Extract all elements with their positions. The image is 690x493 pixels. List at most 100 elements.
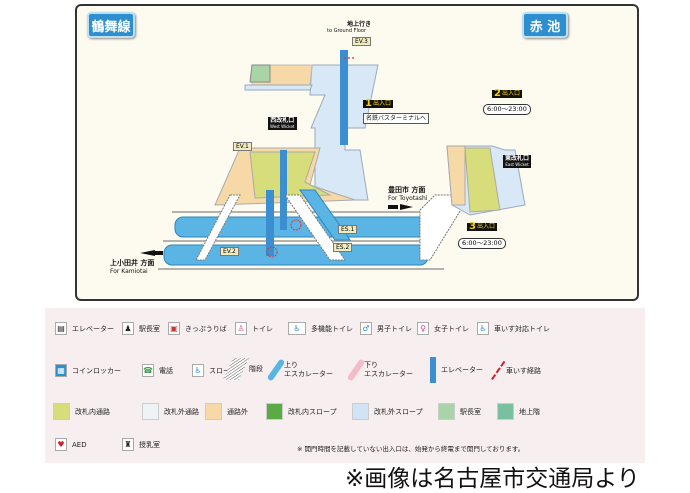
wheelchair-icon: ♿	[477, 322, 489, 335]
exit-jp: 出入口	[501, 90, 520, 97]
direction-toyota-en: For Toyotashi	[388, 195, 428, 202]
legend-label: 改札内スロープ	[288, 407, 337, 416]
legend-elevator: ▤ エレベーター	[55, 322, 114, 335]
legend-label: 改札外スロープ	[374, 407, 423, 416]
legend-label: 電話	[159, 366, 173, 375]
legend-slope: ♿ スロープ	[192, 364, 237, 377]
legend-label: 地上階	[519, 407, 540, 416]
legend-area-2: 通路外	[205, 403, 248, 420]
station-staff-icon: ♟	[122, 322, 134, 335]
legend-label: 車いす経路	[506, 367, 541, 375]
legend-label: 下り エスカレーター	[364, 361, 413, 378]
legend-wheelchair-toilet: ♿ 車いす対応トイレ	[477, 322, 550, 335]
exit-num: 3	[469, 221, 476, 232]
swatch	[53, 403, 70, 420]
legend-label: 授乳室	[139, 440, 160, 449]
es1-tag: ES.1	[338, 225, 358, 234]
wicket-jp: 東改札口	[505, 155, 530, 162]
legend-label: エレベーター	[72, 324, 114, 333]
wicket-en: West Wicket	[270, 124, 295, 129]
legend-locker: ▦ コインロッカー	[55, 364, 121, 377]
legend-area-3: 改札内スロープ	[266, 403, 337, 420]
aed-icon: ♥	[55, 438, 67, 451]
legend-note: ※ 開門時間を記載していない出入口は、始発から終電まで開門しております。	[297, 445, 525, 453]
es2-tag: ES.2	[333, 243, 353, 252]
swatch	[438, 403, 455, 420]
ground-label: 地上行き	[347, 21, 372, 28]
swatch	[497, 403, 514, 420]
legend-ticket: ▣ きっぷうりば	[168, 322, 227, 335]
exit-3-hours: 6:00～23:00	[458, 238, 506, 249]
direction-kamiotai-en: For Kamiotai	[110, 268, 148, 275]
exit-num: 2	[494, 88, 501, 99]
ground-label-en: to Ground Floor	[327, 28, 367, 34]
ev1-tag: EV.1	[233, 142, 252, 151]
legend-stairs: 階段	[222, 358, 263, 380]
phone-icon: ☎	[142, 364, 154, 377]
exit-1-destination: 名鉄バスターミナルへ	[363, 113, 430, 124]
direction-toyota: 豊田市 方面	[388, 186, 426, 194]
exit-jp: 出入口	[476, 223, 495, 230]
legend-area-1: 改札外通路	[142, 403, 199, 420]
locker-icon: ▦	[55, 364, 67, 377]
wicket-en: East Wicket	[505, 162, 529, 167]
nursing-room-icon: ♜	[122, 438, 134, 451]
ev3-tag: EV.3	[352, 37, 371, 46]
legend-label: 駅長室	[460, 407, 481, 416]
legend-wheelchair-route: 車いす経路	[491, 360, 541, 382]
legend-label: 車いす対応トイレ	[494, 324, 550, 333]
station-name-badge: 赤 池	[522, 12, 568, 38]
legend-phone: ☎ 電話	[142, 364, 173, 377]
legend-label: 女子トイレ	[434, 324, 469, 333]
legend-toilet: ♙ トイレ	[235, 322, 273, 335]
legend-label: 通路外	[227, 407, 248, 416]
legend-down-escalator: 下り エスカレーター	[346, 358, 413, 382]
legend-label: トイレ	[252, 324, 273, 333]
women-toilet-icon: ♀	[417, 322, 429, 335]
swatch	[205, 403, 222, 420]
legend-label: AED	[72, 440, 87, 449]
legend-label: 多機能トイレ	[311, 324, 353, 333]
legend-men-toilet: ♂男子トイレ	[360, 322, 412, 335]
legend-area-6: 地上階	[497, 403, 540, 420]
legend-label: スロープ	[209, 366, 237, 375]
legend-label: 駅長室	[139, 324, 160, 333]
swatch	[352, 403, 369, 420]
legend-station-office: ♟ 駅長室	[122, 322, 160, 335]
line-name-badge: 鶴舞線	[87, 12, 135, 38]
exit-num: 1	[365, 98, 372, 109]
ticket-machine-icon: ▣	[168, 322, 180, 335]
legend-area-5: 駅長室	[438, 403, 481, 420]
elevator-icon: ▤	[55, 322, 67, 335]
legend-nursing-room: ♜ 授乳室	[122, 438, 160, 451]
legend-label: 改札外通路	[164, 407, 199, 416]
swatch	[266, 403, 283, 420]
legend-label: 階段	[249, 365, 263, 373]
ev2-tag: EV.2	[220, 247, 239, 256]
toilet-icon: ♙	[235, 322, 247, 335]
swatch	[142, 403, 159, 420]
legend-aed: ♥ AED	[55, 438, 87, 451]
elevator-shaft-icon	[430, 357, 436, 383]
legend-area-4: 改札外スロープ	[352, 403, 423, 420]
legend-area-0: 改札内通路	[53, 403, 110, 420]
legend	[45, 308, 645, 463]
station-diagram	[140, 50, 526, 270]
legend-label: エレベーター	[441, 366, 483, 374]
wicket-jp: 西改札口	[270, 117, 295, 124]
legend-label: コインロッカー	[72, 366, 121, 375]
legend-label: きっぷうりば	[185, 324, 227, 333]
slope-icon: ♿	[192, 364, 204, 377]
legend-women-toilet: ♀ 女子トイレ	[417, 322, 469, 335]
direction-kamiotai: 上小田井 方面	[110, 259, 155, 267]
exit-jp: 出入口	[372, 100, 391, 107]
men-toilet-icon: ♂	[360, 322, 372, 335]
legend-multi-toilet: ♿多機能トイレ	[288, 322, 353, 335]
legend-elevator-shaft: エレベーター	[430, 357, 483, 383]
legend-label: 改札内通路	[75, 407, 110, 416]
